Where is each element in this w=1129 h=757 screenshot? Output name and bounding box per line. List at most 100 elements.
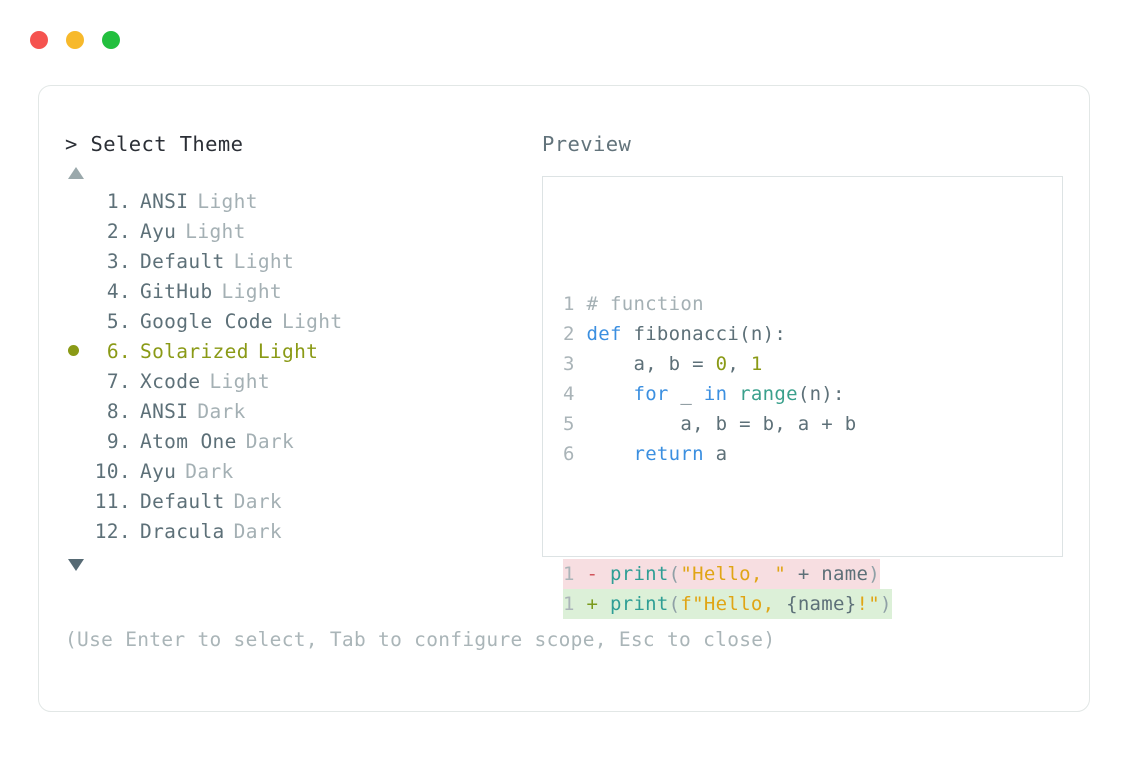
- code-token: for: [633, 383, 669, 405]
- code-token: f"Hello,: [680, 593, 787, 615]
- theme-item-name: ANSI: [140, 190, 189, 213]
- code-line: 1 # function: [563, 289, 1062, 319]
- selected-bullet-icon: [68, 345, 79, 356]
- theme-item-name: ANSI: [140, 400, 189, 423]
- theme-list-item[interactable]: 5. Google Code Light: [65, 310, 535, 340]
- code-token: def: [586, 323, 634, 345]
- scroll-down-icon[interactable]: [68, 559, 84, 571]
- code-line: 3 a, b = 0, 1: [563, 349, 1062, 379]
- theme-list-item[interactable]: 6. Solarized Light: [65, 340, 535, 370]
- code-token: # function: [586, 293, 704, 315]
- theme-item-variant: Dark: [185, 460, 234, 483]
- theme-item-number: 1.: [106, 190, 131, 213]
- diff-lines: 1 - print("Hello, " + name)1 + print(f"H…: [563, 559, 1062, 619]
- theme-item-name: Dracula: [140, 520, 225, 543]
- theme-item-variant: Dark: [245, 430, 295, 453]
- theme-list-item[interactable]: 10. Ayu Dark: [65, 460, 535, 490]
- theme-item-name: Default: [140, 250, 225, 273]
- code-token: a, b =: [586, 353, 716, 375]
- close-button[interactable]: [30, 31, 48, 49]
- theme-list-item[interactable]: 3. Default Light: [65, 250, 535, 280]
- code-token: print: [609, 563, 669, 585]
- code-token: 1: [750, 353, 763, 375]
- minimize-button[interactable]: [66, 31, 84, 49]
- maximize-button[interactable]: [102, 31, 120, 49]
- theme-item-variant: Light: [257, 340, 319, 363]
- theme-item-number: 10.: [94, 460, 131, 483]
- theme-item-number: 5.: [106, 310, 131, 333]
- theme-list-item[interactable]: 1. ANSI Light: [65, 190, 535, 220]
- code-token: {name}: [786, 593, 857, 615]
- code-token: (: [668, 563, 681, 585]
- theme-item-variant: Dark: [233, 520, 283, 543]
- code-line: 4 for _ in range(n):: [563, 379, 1062, 409]
- code-token: ,: [727, 353, 751, 375]
- theme-item-name: Google Code: [140, 310, 273, 333]
- diff-line-row: 1 + print(f"Hello, {name}!"): [563, 589, 1062, 619]
- theme-item-variant: Light: [233, 250, 295, 273]
- line-number: 1: [563, 593, 587, 615]
- keyboard-hint: (Use Enter to select, Tab to configure s…: [65, 628, 776, 651]
- theme-item-name: Solarized: [140, 340, 249, 363]
- diff-sign: +: [586, 593, 610, 615]
- code-token: + name: [786, 563, 869, 585]
- theme-item-variant: Light: [221, 280, 282, 303]
- theme-list-item[interactable]: 4. GitHub Light: [65, 280, 535, 310]
- code-token: [586, 443, 633, 465]
- page-title: > Select Theme: [65, 132, 244, 156]
- diff-removed-line: 1 - print("Hello, " + name): [563, 559, 881, 589]
- diff-line-row: 1 - print("Hello, " + name): [563, 559, 1062, 589]
- theme-item-number: 12.: [94, 520, 131, 543]
- code-token: range: [739, 383, 798, 405]
- code-token: a: [703, 443, 728, 465]
- code-token: "Hello, ": [680, 563, 787, 585]
- line-number: 1: [563, 293, 587, 315]
- preview-label: Preview: [542, 132, 632, 156]
- code-line: 5 a, b = b, a + b: [563, 409, 1062, 439]
- theme-item-variant: Dark: [197, 400, 246, 423]
- theme-item-number: 6.: [106, 340, 131, 363]
- code-token: !": [856, 593, 880, 615]
- theme-item-name: GitHub: [140, 280, 213, 303]
- theme-list-item[interactable]: 8. ANSI Dark: [65, 400, 535, 430]
- code-token: a, b = b, a + b: [586, 413, 857, 435]
- line-number: 3: [563, 353, 587, 375]
- code-token: 0: [715, 353, 728, 375]
- theme-item-name: Default: [140, 490, 225, 513]
- code-token: print: [609, 593, 669, 615]
- theme-item-name: Ayu: [140, 460, 177, 483]
- theme-item-number: 4.: [106, 280, 131, 303]
- code-token: ): [868, 563, 881, 585]
- code-token: in: [703, 383, 728, 405]
- theme-item-number: 9.: [106, 430, 131, 453]
- theme-item-variant: Dark: [233, 490, 283, 513]
- theme-item-number: 3.: [106, 250, 131, 273]
- scroll-up-icon[interactable]: [68, 167, 84, 179]
- code-token: (: [668, 593, 681, 615]
- line-number: 2: [563, 323, 587, 345]
- code-token: ): [880, 593, 892, 615]
- theme-item-variant: Light: [282, 310, 343, 333]
- theme-item-number: 7.: [106, 370, 131, 393]
- diff-added-line: 1 + print(f"Hello, {name}!"): [563, 589, 892, 619]
- theme-item-variant: Light: [185, 220, 246, 243]
- theme-item-name: Ayu: [140, 220, 177, 243]
- theme-item-variant: Light: [197, 190, 258, 213]
- code-token: return: [633, 443, 704, 465]
- code-token: fibonacci(n):: [633, 323, 787, 345]
- code-line: 2 def fibonacci(n):: [563, 319, 1062, 349]
- window-controls: [30, 31, 120, 49]
- theme-item-number: 8.: [106, 400, 131, 423]
- theme-list-item[interactable]: 12. Dracula Dark: [65, 520, 535, 550]
- line-number: 1: [563, 563, 587, 585]
